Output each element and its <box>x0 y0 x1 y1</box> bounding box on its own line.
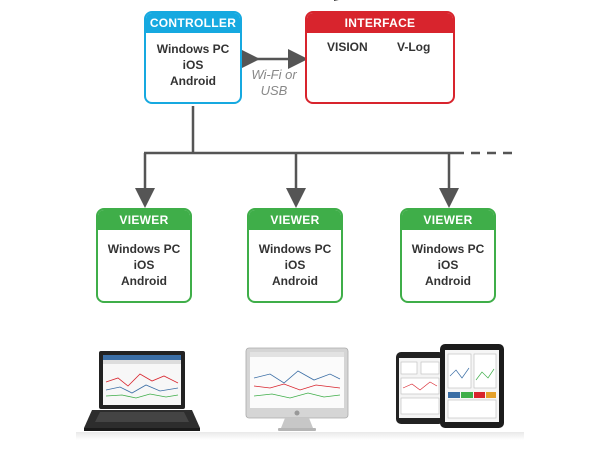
interface-box: INTERFACE VISION V-Log <box>305 11 455 104</box>
controller-box: CONTROLLER Windows PC iOS Android <box>144 11 242 104</box>
viewer-platform-ios: iOS <box>133 258 155 272</box>
viewer-platform-ios: iOS <box>284 258 306 272</box>
link-label-line1: Wi-Fi or <box>251 67 297 82</box>
controller-title: CONTROLLER <box>146 13 240 33</box>
viewer-platform-android: Android <box>425 274 471 288</box>
controller-platform-android: Android <box>170 74 216 88</box>
tablet-phone-icon <box>396 344 504 428</box>
desktop-monitor-icon <box>245 347 349 431</box>
viewer-platform-android: Android <box>121 274 167 288</box>
interface-title: INTERFACE <box>307 13 453 33</box>
viewer-box-3: VIEWER Windows PC iOS Android <box>400 208 496 303</box>
interface-device-vision: VISION <box>327 40 368 54</box>
viewer-platform-ios: iOS <box>437 258 459 272</box>
viewer-platform-windows: Windows PC <box>258 242 332 256</box>
viewer-platform-windows: Windows PC <box>411 242 485 256</box>
viewer-platform-windows: Windows PC <box>107 242 181 256</box>
viewer-title: VIEWER <box>249 210 341 230</box>
viewer-box-2: VIEWER Windows PC iOS Android <box>247 208 343 303</box>
viewer-platform-android: Android <box>272 274 318 288</box>
floor-shadow <box>76 432 524 440</box>
viewer-title: VIEWER <box>98 210 190 230</box>
viewer-platforms: Windows PC iOS Android <box>402 230 494 289</box>
link-label: Wi-Fi or USB <box>246 67 302 99</box>
link-label-line2: USB <box>260 83 288 98</box>
controller-platforms: Windows PC iOS Android <box>146 33 240 89</box>
viewer-platforms: Windows PC iOS Android <box>249 230 341 289</box>
viewer-title: VIEWER <box>402 210 494 230</box>
viewer-box-1: VIEWER Windows PC iOS Android <box>96 208 192 303</box>
interface-device-vlog: V-Log <box>397 40 431 54</box>
viewer-platforms: Windows PC iOS Android <box>98 230 190 289</box>
controller-platform-ios: iOS <box>182 58 204 72</box>
laptop-icon <box>84 351 200 431</box>
controller-platform-windows: Windows PC <box>156 42 230 56</box>
